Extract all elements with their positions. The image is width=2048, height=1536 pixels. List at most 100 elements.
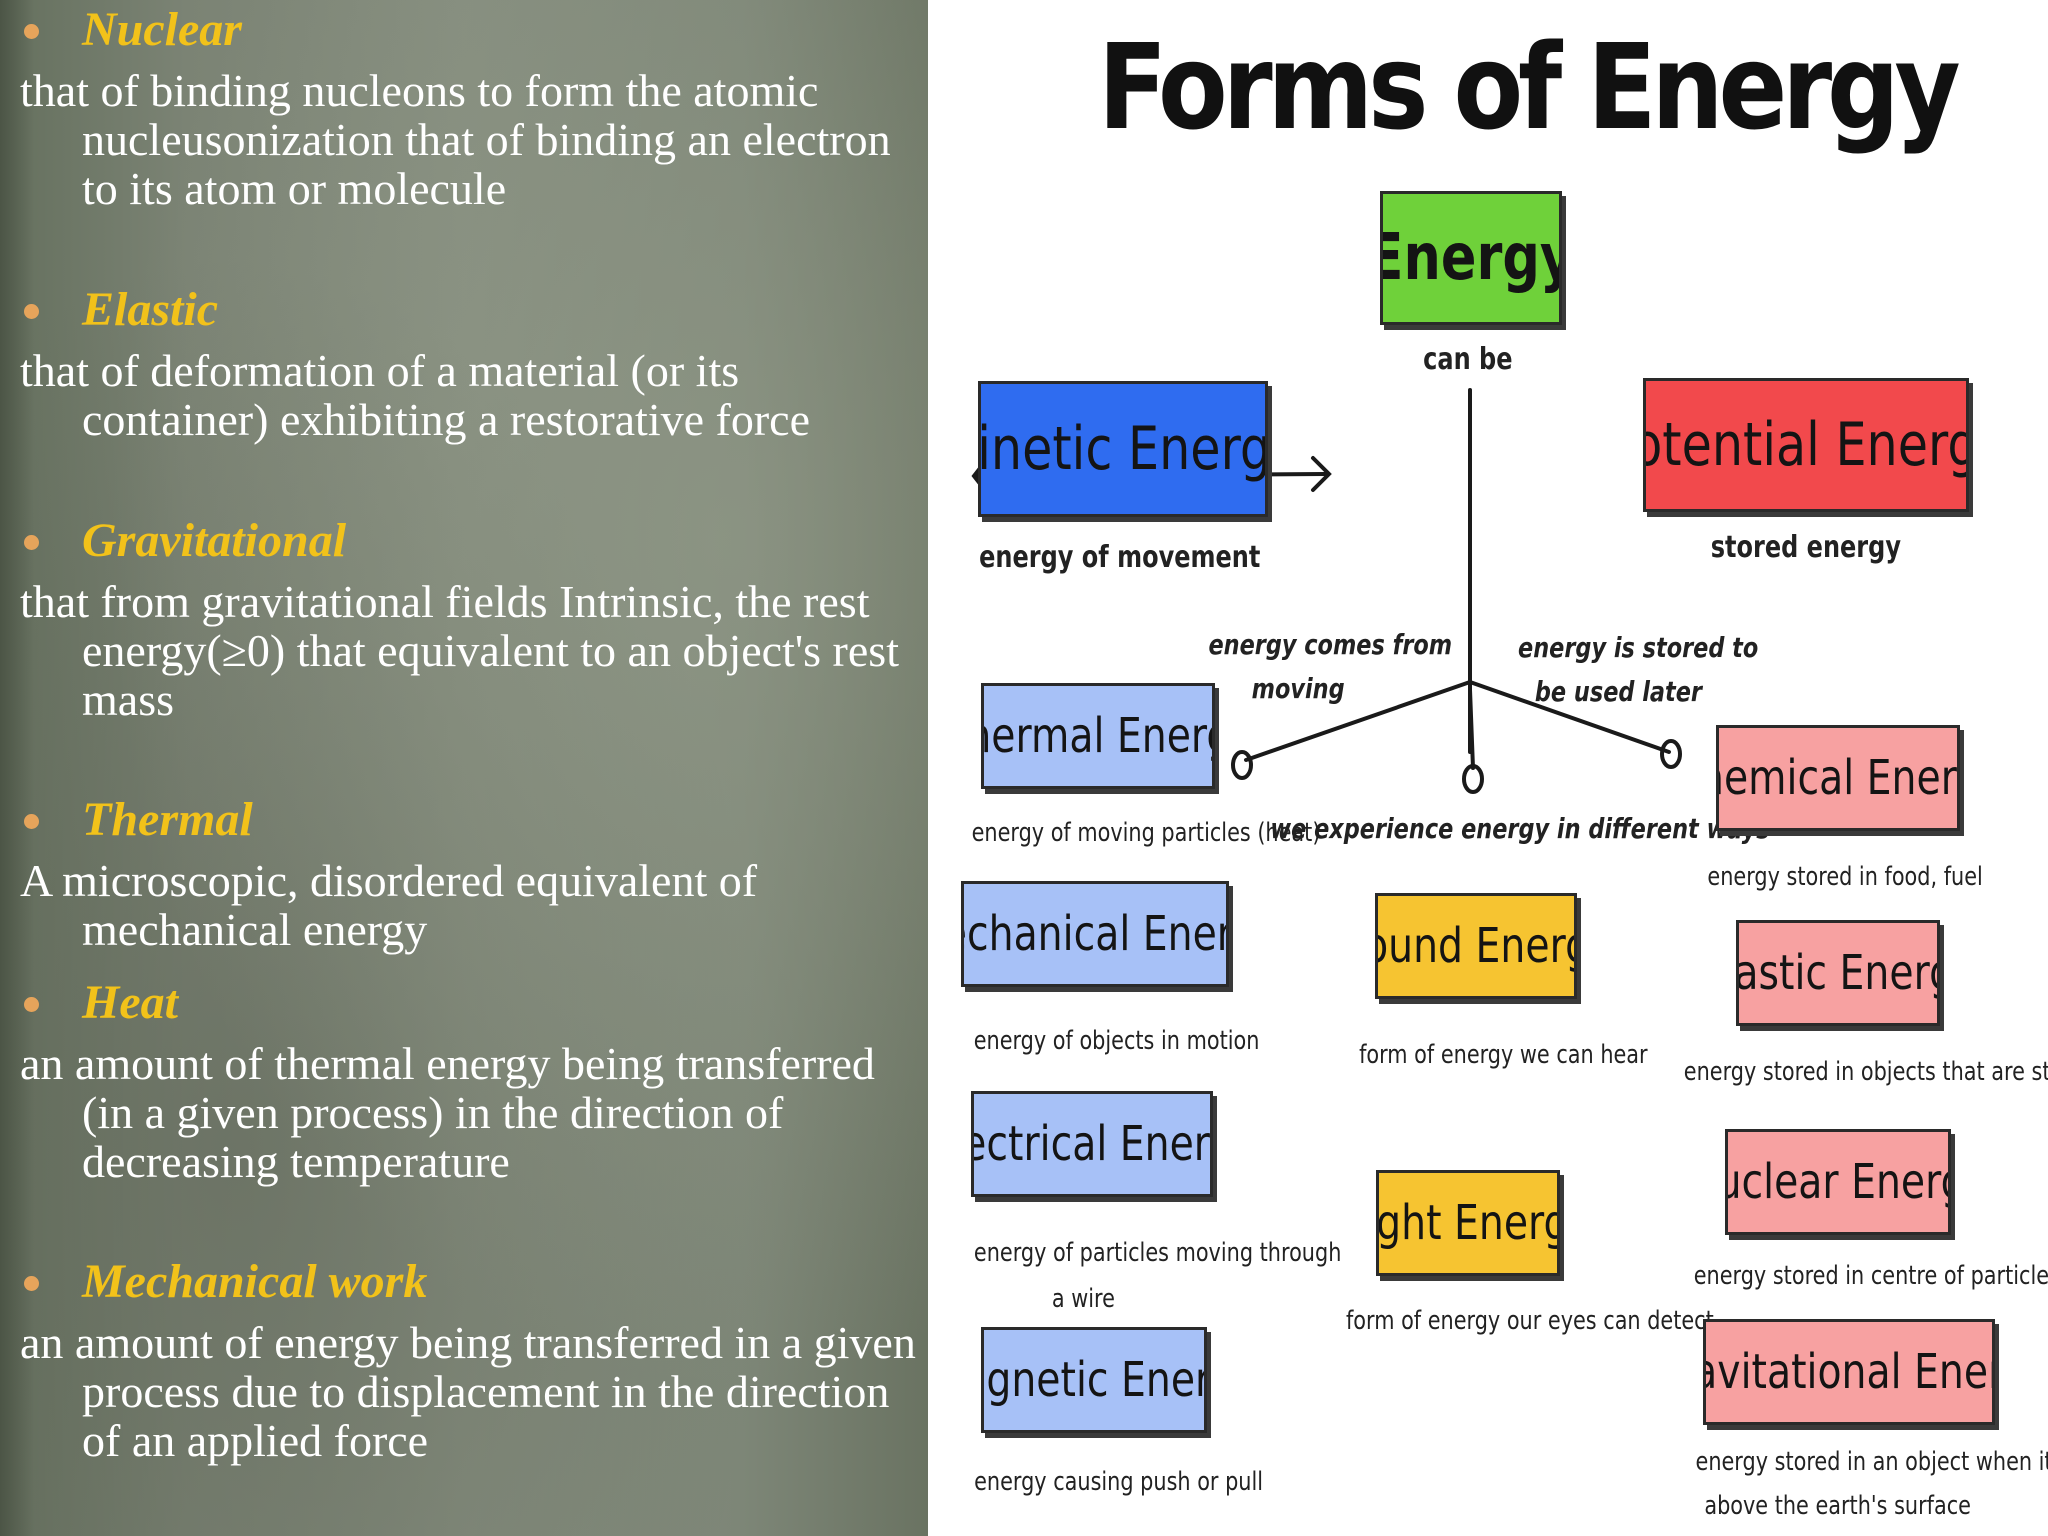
heading-nuclear: Nuclear	[82, 3, 242, 56]
potential-caption-text: stored energy	[1710, 530, 1902, 565]
sound-caption-text: form of energy we can hear	[1359, 1040, 1648, 1070]
gravitational-energy-label: Gravitational Energy	[1706, 1344, 1992, 1400]
section-thermal: Thermal A microscopic, disordered equiva…	[0, 792, 928, 954]
kinetic-caption: energy of movement	[940, 540, 1300, 575]
connector-label-middle-text: we experience energy in different ways	[1270, 812, 1770, 845]
potential-caption: stored energy	[1646, 530, 1966, 565]
magnetic-caption-text: energy causing push or pull	[974, 1467, 1264, 1497]
root-caption-text: can be	[1423, 342, 1513, 377]
gravitational-caption-line2: above the earth's surface	[1704, 1491, 1972, 1521]
nuclear-caption: energy stored in centre of particles	[1648, 1261, 2048, 1291]
heading-row-nuclear: Nuclear	[0, 2, 928, 58]
branch-left-line	[1244, 680, 1472, 762]
connector-label-right: energy is stored to be used later	[1488, 626, 1758, 714]
kinetic-caption-text: energy of movement	[979, 540, 1261, 575]
connector-label-left: energy comes from moving	[1178, 623, 1452, 711]
connector-label-left-line1: energy comes from	[1208, 628, 1453, 661]
light-caption: form of energy our eyes can detect	[1300, 1306, 1714, 1336]
chemical-caption-text: energy stored in food, fuel	[1707, 862, 1983, 892]
branch-right-line	[1468, 680, 1671, 754]
bullet-icon	[24, 304, 39, 319]
text-thermal: A microscopic, disordered equivalent of …	[20, 855, 758, 955]
elastic-energy-box: Elastic Energy	[1736, 920, 1940, 1026]
mechanical-caption: energy of objects in motion	[938, 1026, 1260, 1056]
chemical-caption: energy stored in food, fuel	[1673, 862, 1993, 892]
connector-label-middle: we experience energy in different ways	[1208, 812, 1769, 845]
sound-energy-box: Sound Energy	[1375, 893, 1577, 999]
potential-energy-box: Potential Energy	[1643, 378, 1969, 512]
sound-energy-label: Sound Energy	[1378, 918, 1574, 974]
heading-row-mechanical-work: Mechanical work	[0, 1254, 928, 1310]
elastic-caption: energy stored in objects that are stretc…	[1628, 1057, 2048, 1087]
elastic-caption-text: energy stored in objects that are stretc…	[1683, 1057, 2048, 1087]
branch-middle-line	[1468, 688, 1475, 770]
mechanical-caption-text: energy of objects in motion	[973, 1026, 1260, 1056]
heading-thermal: Thermal	[82, 793, 253, 846]
electrical-caption-line1: energy of particles moving through	[973, 1238, 1342, 1268]
section-gravitational: Gravitational that from gravitational fi…	[0, 513, 928, 724]
nuclear-energy-label: Nuclear Energy	[1728, 1154, 1948, 1210]
heading-elastic: Elastic	[82, 283, 219, 336]
heading-heat: Heat	[82, 976, 178, 1029]
diagram-title: Forms of Energy	[1098, 18, 1961, 156]
root-caption: can be	[1340, 342, 1596, 377]
electrical-caption: energy of particles moving through a wir…	[928, 1230, 1341, 1322]
branch-left-end-icon	[1231, 750, 1253, 780]
nuclear-caption-text: energy stored in centre of particles	[1693, 1261, 2048, 1291]
sound-caption: form of energy we can hear	[1323, 1040, 1648, 1070]
light-energy-label: Light Energy	[1376, 1195, 1557, 1251]
bullet-icon	[24, 24, 39, 39]
text-elastic: that of deformation of a material (or it…	[20, 345, 811, 445]
magnetic-energy-label: Magnetic Energy	[984, 1352, 1204, 1408]
electrical-caption-line2: a wire	[1051, 1284, 1115, 1314]
branch-right-end-icon	[1660, 739, 1682, 769]
heading-row-thermal: Thermal	[0, 792, 928, 848]
bullet-icon	[24, 535, 39, 550]
text-mechanical-work: an amount of energy being transferred in…	[20, 1317, 916, 1466]
light-caption-text: form of energy our eyes can detect	[1345, 1306, 1714, 1336]
forms-of-energy-diagram: Forms of Energy Energy can be Kinetic En…	[928, 0, 2048, 1536]
connector-label-right-line1: energy is stored to	[1518, 631, 1759, 664]
heading-gravitational: Gravitational	[82, 514, 347, 567]
bullet-icon	[24, 997, 39, 1012]
kinetic-energy-box: Kinetic Energy	[978, 381, 1268, 517]
thermal-energy-label: Thermal Energy	[984, 708, 1212, 764]
chemical-energy-box: Chemical Energy	[1716, 725, 1960, 831]
text-nuclear: that of binding nucleons to form the ato…	[20, 65, 891, 214]
gravitational-energy-box: Gravitational Energy	[1703, 1319, 1995, 1425]
connector-label-right-line2: be used later	[1534, 675, 1702, 708]
heading-mechanical-work: Mechanical work	[82, 1255, 428, 1308]
bullet-icon	[24, 814, 39, 829]
left-text-panel: Nuclear that of binding nucleons to form…	[0, 0, 928, 1536]
section-nuclear: Nuclear that of binding nucleons to form…	[0, 2, 928, 213]
elastic-energy-label: Elastic Energy	[1736, 945, 1937, 1001]
connector-label-left-line2: moving	[1251, 672, 1345, 705]
section-mechanical-work: Mechanical work an amount of energy bein…	[0, 1254, 928, 1465]
heading-row-heat: Heat	[0, 975, 928, 1031]
nuclear-energy-box: Nuclear Energy	[1725, 1129, 1951, 1235]
kinetic-energy-label: Kinetic Energy	[978, 414, 1265, 484]
branch-middle-end-icon	[1462, 764, 1484, 794]
gravitational-caption: energy stored in an object when it is ab…	[1648, 1440, 2048, 1528]
energy-root-label: Energy	[1383, 221, 1559, 295]
magnetic-energy-box: Magnetic Energy	[981, 1327, 1207, 1433]
electrical-energy-label: Electrical Energy	[974, 1116, 1210, 1172]
mechanical-energy-box: Mechanical Energy	[961, 881, 1229, 987]
text-gravitational: that from gravitational fields Intrinsic…	[20, 576, 899, 725]
thermal-caption: energy of moving particles (heat)	[928, 818, 1321, 848]
section-heat: Heat an amount of thermal energy being t…	[0, 975, 928, 1186]
section-elastic: Elastic that of deformation of a materia…	[0, 282, 928, 444]
energy-root-box: Energy	[1380, 191, 1562, 325]
chemical-energy-label: Chemical Energy	[1719, 750, 1957, 806]
heading-row-elastic: Elastic	[0, 282, 928, 338]
potential-energy-label: Potential Energy	[1646, 410, 1966, 480]
heading-row-gravitational: Gravitational	[0, 513, 928, 569]
text-heat: an amount of thermal energy being transf…	[20, 1038, 875, 1187]
arrow-right-icon	[1311, 456, 1332, 492]
light-energy-box: Light Energy	[1376, 1170, 1560, 1276]
mechanical-energy-label: Mechanical Energy	[964, 906, 1226, 962]
thermal-caption-text: energy of moving particles (heat)	[971, 818, 1321, 848]
thermal-energy-box: Thermal Energy	[981, 683, 1215, 789]
bullet-icon	[24, 1276, 39, 1291]
electrical-energy-box: Electrical Energy	[971, 1091, 1213, 1197]
